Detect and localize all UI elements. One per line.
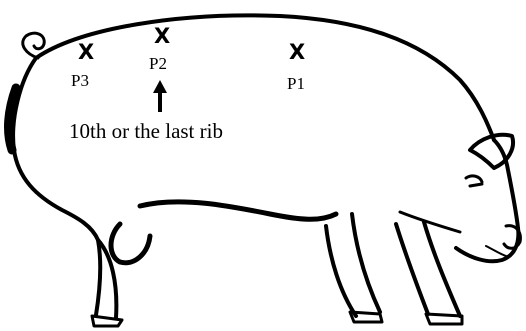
point-p3-mark: X	[78, 42, 94, 63]
pig-mouth	[486, 246, 506, 256]
pig-eye	[466, 176, 482, 186]
pig-front-leg-front	[396, 224, 428, 314]
pig-rump-outline	[13, 58, 100, 315]
pig-front-hoof-front	[426, 314, 462, 324]
point-p2-label: P2	[149, 55, 167, 72]
pig-belly	[140, 202, 336, 219]
pig-front-leg-front-2	[424, 222, 460, 316]
point-p3-label: P3	[71, 72, 89, 89]
up-arrow-icon	[153, 80, 167, 112]
point-p1-label: P1	[287, 75, 305, 92]
rib-annotation: 10th or the last rib	[69, 121, 223, 142]
point-p1-mark: X	[289, 42, 305, 63]
pig-front-leg-back	[326, 226, 356, 316]
point-p2-mark: X	[154, 26, 170, 47]
pig-chest	[400, 212, 460, 232]
pig-front-leg-back-2	[352, 214, 380, 312]
pig-rear-leg-back	[111, 224, 150, 263]
